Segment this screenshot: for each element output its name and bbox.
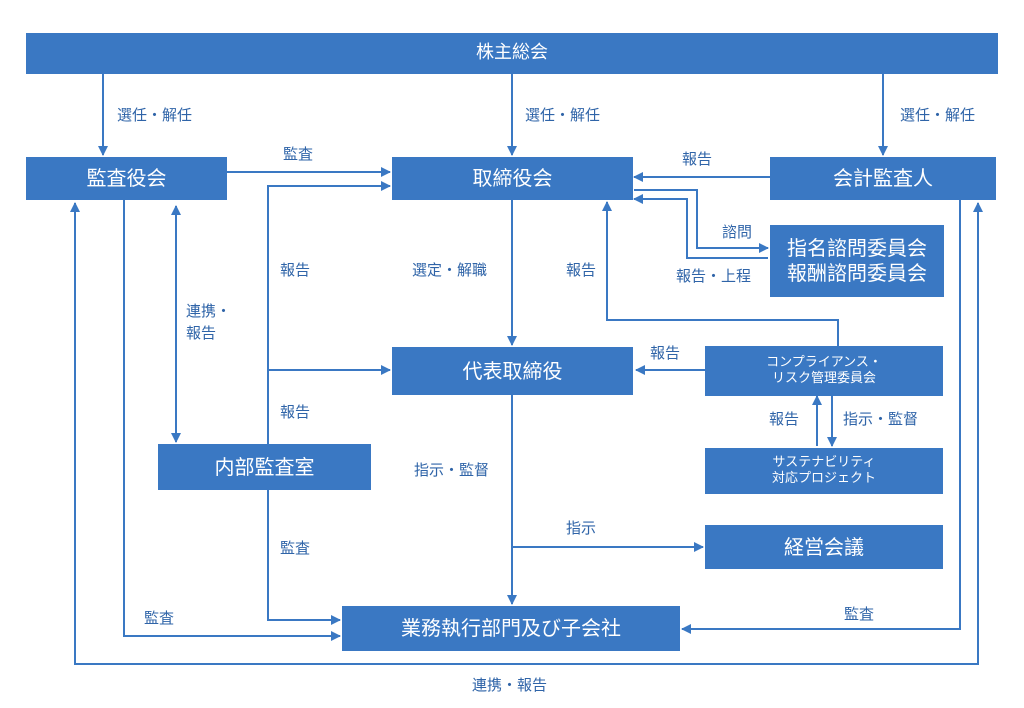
- compliance-committee-label-2: リスク管理委員会: [771, 371, 876, 386]
- business-divisions-label: 業務執行部門及び子会社: [401, 616, 621, 640]
- arrow-accounting-to-business: [681, 200, 961, 634]
- compliance-committee-label-1: コンプライアンス・: [766, 354, 882, 370]
- label-report-project-to-compliance: 報告: [769, 410, 800, 428]
- arrow-board-to-advisory: [634, 189, 769, 253]
- business-divisions-box: 業務執行部門及び子会社: [342, 606, 680, 651]
- shareholders-meeting-box: 株主総会: [26, 33, 998, 74]
- audit-board-label: 監査役会: [86, 166, 167, 190]
- label-appoint-dismiss-right: 選任・解任: [900, 106, 976, 124]
- representative-director-box: 代表取締役: [392, 347, 633, 395]
- label-audit-internal-to-business: 監査: [280, 539, 311, 557]
- arrow-internal-to-business: [267, 490, 341, 625]
- arrow-internal-to-board: [267, 181, 391, 444]
- label-appoint-dismiss-center: 選任・解任: [525, 106, 601, 124]
- label-consultation: 諮問: [722, 223, 753, 241]
- board-of-directors-box: 取締役会: [392, 157, 633, 200]
- arrow-cooperate-bottom-left: [70, 202, 527, 665]
- internal-audit-office-label: 内部監査室: [214, 454, 315, 479]
- label-audit-board-to-business: 監査: [144, 609, 175, 627]
- audit-board-box: 監査役会: [26, 157, 227, 200]
- compliance-committee-box: コンプライアンス・ リスク管理委員会: [705, 346, 943, 396]
- management-meeting-label: 経営会議: [784, 534, 864, 559]
- sustainability-project-label-1: サステナビリティ: [772, 454, 876, 470]
- board-of-directors-label: 取締役会: [472, 166, 553, 190]
- arrow-advisory-to-board: [633, 194, 768, 259]
- sustainability-project-box: サステナビリティ 対応プロジェクト: [705, 448, 943, 494]
- label-report-submission: 報告・上程: [676, 267, 752, 285]
- management-meeting-box: 経営会議: [705, 525, 943, 569]
- label-report-internal-to-rep: 報告: [280, 403, 311, 421]
- accounting-auditor-box: 会計監査人: [770, 157, 996, 200]
- label-select-dismiss: 選定・解職: [412, 261, 488, 279]
- internal-audit-office-box: 内部監査室: [158, 444, 371, 490]
- label-instruct-management: 指示: [566, 519, 597, 537]
- shareholders-meeting-label: 株主総会: [476, 42, 548, 64]
- accounting-auditor-label: 会計監査人: [833, 166, 933, 190]
- arrow-cooperate-bottom-right: [527, 202, 983, 665]
- label-audit-accounting-to-business: 監査: [844, 605, 875, 623]
- label-cooperate-report-bottom: 連携・報告: [472, 676, 548, 694]
- label-report-compliance-to-board: 報告: [566, 261, 597, 279]
- label-instruct-supervise-project: 指示・監督: [843, 410, 919, 428]
- advisory-committees-box: 指名諮問委員会 報酬諮問委員会: [770, 225, 944, 297]
- nomination-committee-label: 指名諮問委員会: [787, 236, 927, 260]
- label-cooperate-report-2: 報告: [186, 324, 217, 342]
- label-report-compliance-to-rep: 報告: [650, 344, 681, 362]
- sustainability-project-label-2: 対応プロジェクト: [771, 471, 876, 486]
- label-instruct-supervise-business: 指示・監督: [414, 461, 490, 479]
- representative-director-label: 代表取締役: [462, 358, 563, 383]
- arrow-compliance-to-board: [602, 201, 839, 346]
- label-cooperate-report-1: 連携・: [186, 302, 232, 320]
- label-report-from-accounting-auditor: 報告: [682, 150, 713, 168]
- label-appoint-dismiss-left: 選任・解任: [117, 106, 193, 124]
- compensation-committee-label: 報酬諮問委員会: [787, 261, 927, 285]
- label-audit-to-board: 監査: [283, 145, 314, 163]
- label-report-internal-to-board: 報告: [280, 261, 311, 279]
- arrow-audit-board-to-business: [123, 200, 341, 641]
